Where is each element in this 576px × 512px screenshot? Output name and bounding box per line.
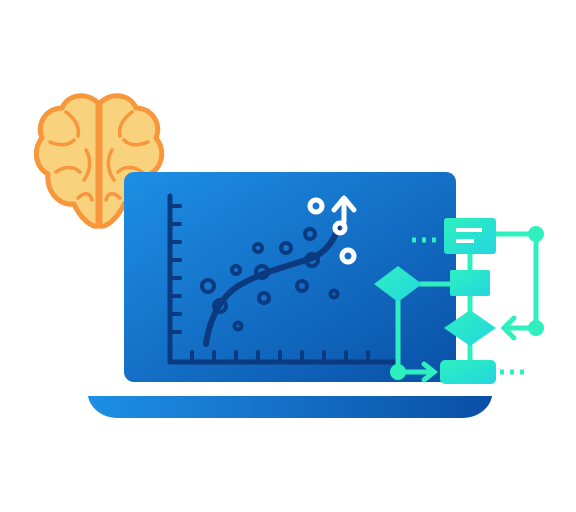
data-point	[257, 291, 271, 305]
data-point	[279, 241, 293, 255]
data-point	[230, 264, 242, 276]
flowchart-decision-right	[444, 310, 496, 346]
laptop-icon	[88, 172, 492, 418]
flowchart-icon	[374, 218, 544, 384]
data-point	[254, 264, 270, 280]
data-point	[200, 278, 216, 294]
brain-icon	[33, 93, 165, 229]
data-point	[295, 279, 309, 293]
flowchart-node	[528, 320, 544, 336]
y-axis-ticks	[168, 204, 182, 334]
scatter-chart-icon	[167, 193, 399, 365]
flowchart-terminal-box	[440, 360, 496, 384]
brain-folds	[48, 110, 150, 202]
flowchart-node	[528, 226, 544, 242]
data-point	[252, 242, 264, 254]
flowchart-process-box	[450, 270, 490, 296]
x-axis-ticks	[190, 350, 370, 364]
data-point	[303, 227, 317, 241]
flowchart-dotted-lines	[412, 237, 530, 375]
data-point	[212, 298, 228, 314]
laptop-base	[88, 396, 492, 418]
data-point	[304, 252, 320, 268]
data-point	[328, 288, 340, 300]
flowchart-decision-left	[374, 266, 422, 302]
flowchart-document-box	[444, 218, 496, 254]
data-point	[232, 320, 244, 332]
flowchart-node	[390, 364, 406, 380]
data-points	[200, 227, 340, 332]
trend-up-arrow-icon	[307, 195, 357, 265]
